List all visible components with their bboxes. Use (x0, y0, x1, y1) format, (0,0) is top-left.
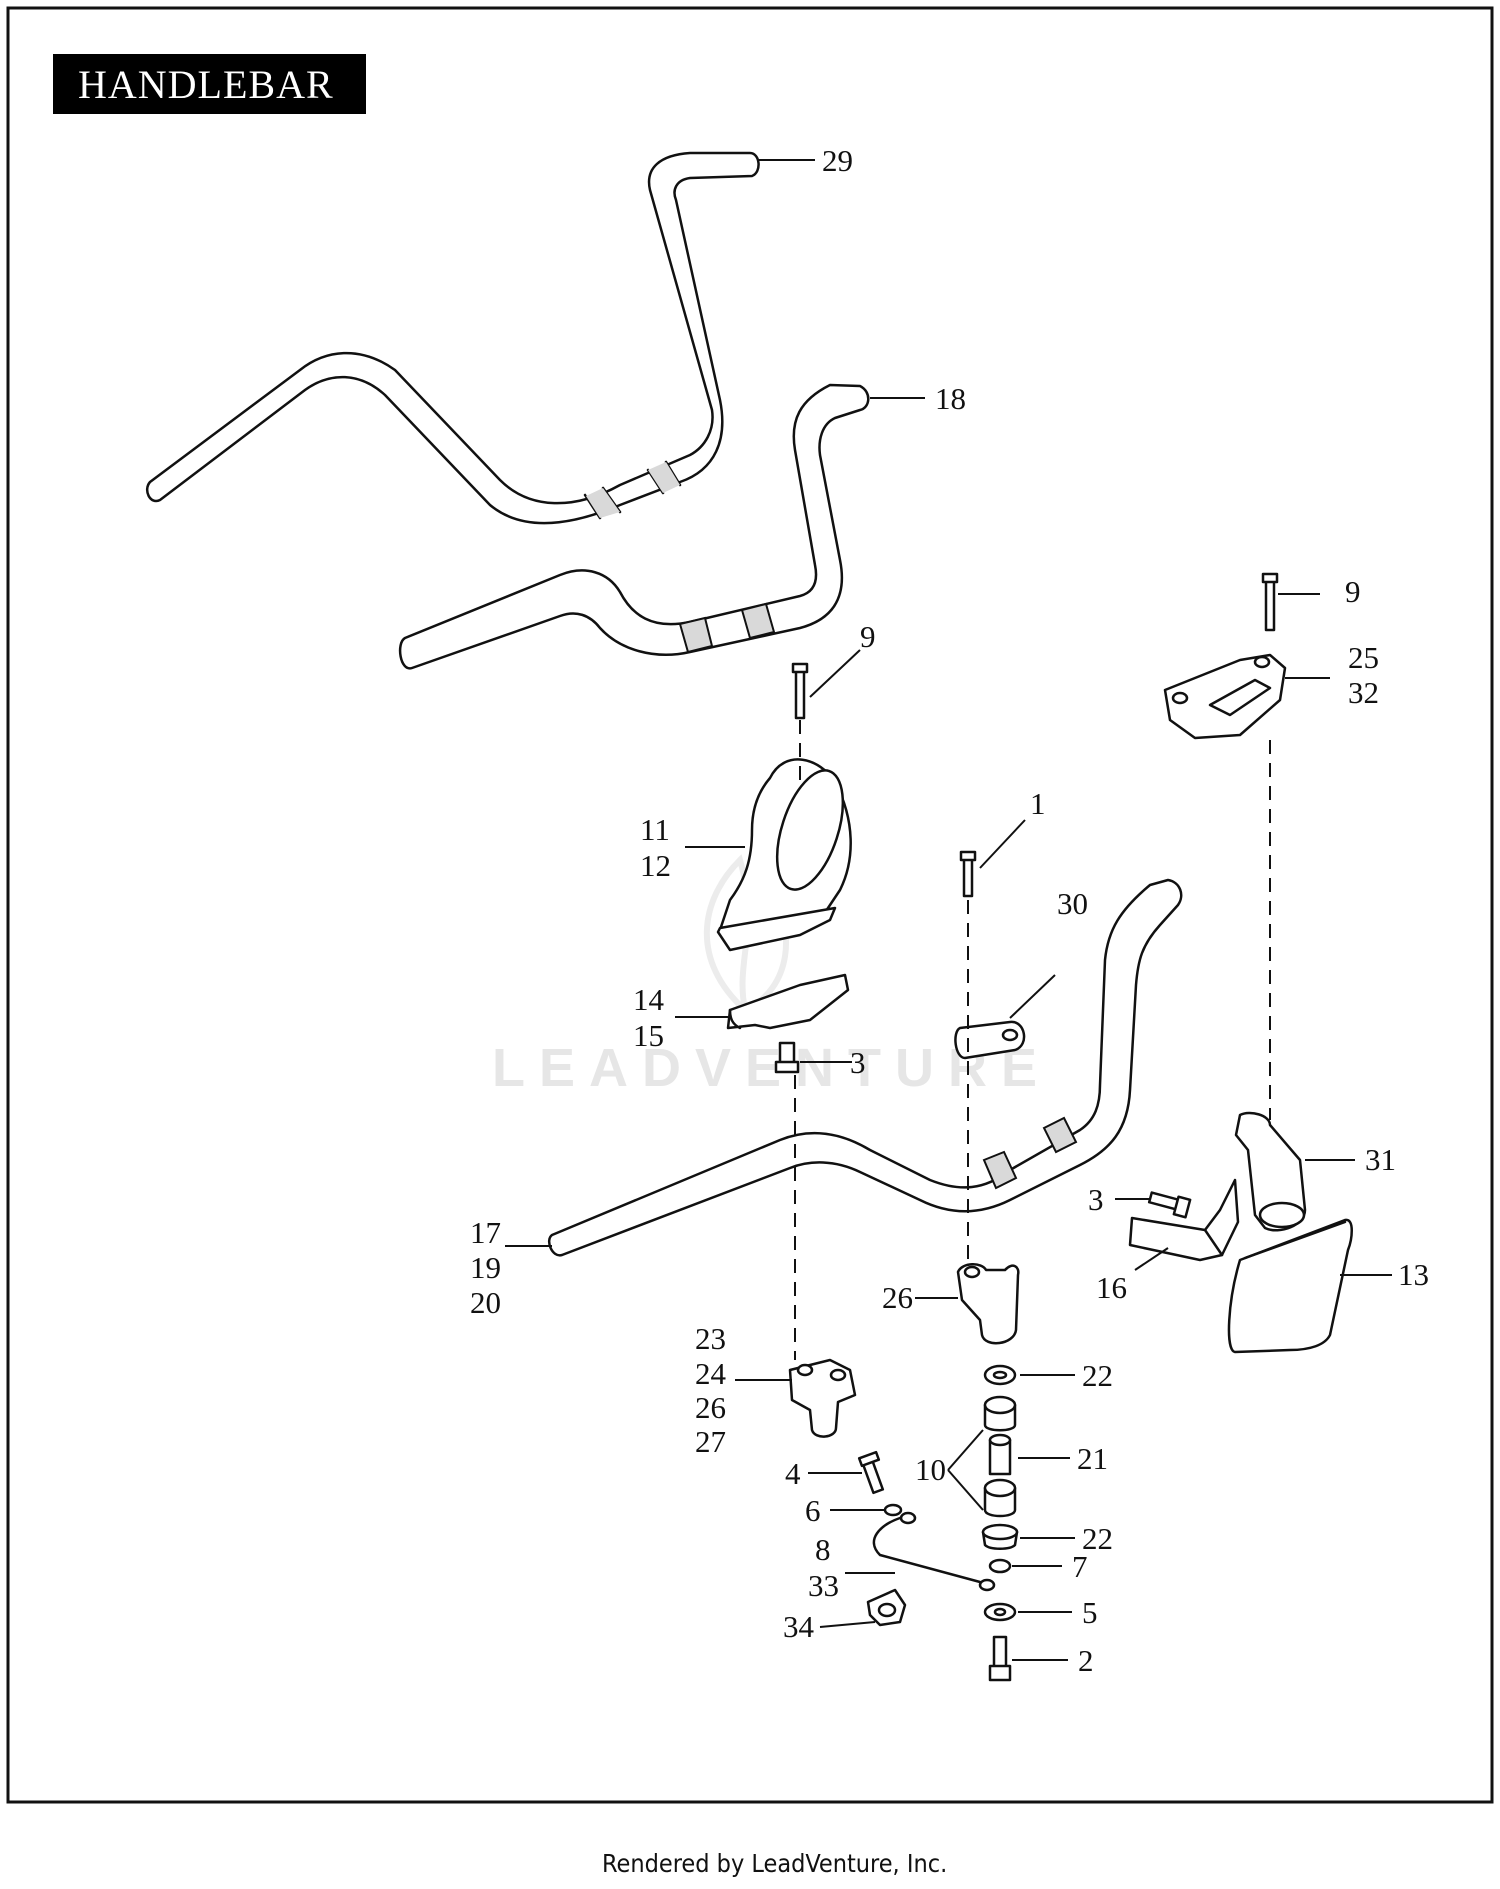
cover-13[interactable] (1227, 1218, 1353, 1354)
bushing-10-lower[interactable] (983, 1478, 1017, 1518)
callout-23: 23 (695, 1321, 726, 1356)
screw-3-right[interactable] (1147, 1191, 1192, 1219)
callout-19: 19 (470, 1250, 501, 1285)
callout-4: 4 (785, 1456, 801, 1491)
handlebar-18[interactable] (398, 383, 870, 670)
bracket-14[interactable] (726, 973, 850, 1030)
bolt-9-left[interactable] (791, 662, 809, 720)
sleeve-21[interactable] (988, 1433, 1012, 1476)
ground-cable-8[interactable] (872, 1511, 996, 1592)
screw-3-left[interactable] (774, 1041, 800, 1074)
washer-22-top[interactable] (983, 1364, 1017, 1386)
callout-24: 24 (695, 1356, 727, 1391)
callout-22-bottom: 22 (1082, 1521, 1113, 1556)
bushing-10-upper[interactable] (983, 1395, 1017, 1432)
callout-13: 13 (1398, 1257, 1429, 1292)
bolt-9-right[interactable] (1261, 572, 1279, 632)
washer-22-bottom[interactable] (981, 1523, 1019, 1550)
riser-31[interactable] (1234, 1111, 1307, 1232)
callout-34: 34 (783, 1609, 815, 1644)
page-title: HANDLEBAR (78, 62, 334, 107)
callout-15: 15 (633, 1018, 664, 1053)
callout-31: 31 (1365, 1142, 1396, 1177)
clamp-25[interactable] (1163, 653, 1287, 740)
riser-23[interactable] (788, 1358, 857, 1438)
washer-5[interactable] (983, 1602, 1017, 1622)
callout-9-left: 9 (860, 619, 876, 654)
callout-7: 7 (1072, 1549, 1088, 1584)
callout-6: 6 (805, 1493, 821, 1528)
callout-18: 18 (935, 381, 966, 416)
callout-9-right: 9 (1345, 574, 1361, 609)
callout-3-left: 3 (850, 1045, 866, 1080)
watermark-text: LEADVENTURE (492, 1038, 1051, 1098)
callout-22-top: 22 (1082, 1358, 1113, 1393)
callout-10: 10 (915, 1452, 946, 1487)
callout-32: 32 (1348, 675, 1379, 710)
callout-14: 14 (633, 982, 665, 1017)
clip-16[interactable] (1128, 1178, 1240, 1262)
callout-5: 5 (1082, 1595, 1098, 1630)
callout-1: 1 (1030, 786, 1046, 821)
callout-2: 2 (1078, 1643, 1094, 1678)
callout-20: 20 (470, 1285, 501, 1320)
handlebar-29[interactable] (145, 151, 760, 525)
riser-26[interactable] (956, 1263, 1020, 1345)
callout-30: 30 (1057, 886, 1088, 921)
bolt-2[interactable] (988, 1635, 1012, 1682)
clamp-11[interactable] (716, 758, 856, 952)
lock-washer-7[interactable] (988, 1558, 1012, 1574)
callout-11: 11 (640, 812, 670, 847)
handlebar-17[interactable] (547, 878, 1183, 1257)
callout-21: 21 (1077, 1441, 1108, 1476)
callout-26-lower: 26 (695, 1390, 726, 1425)
callout-12: 12 (640, 848, 671, 883)
bolt-1[interactable] (959, 850, 977, 898)
callout-26: 26 (882, 1280, 913, 1315)
callout-16: 16 (1096, 1270, 1127, 1305)
callout-33: 33 (808, 1568, 839, 1603)
callout-27: 27 (695, 1424, 726, 1459)
callout-8: 8 (815, 1532, 831, 1567)
callout-25: 25 (1348, 640, 1379, 675)
callout-3-right: 3 (1088, 1182, 1104, 1217)
riser-cap-30[interactable] (954, 1020, 1026, 1060)
callout-29: 29 (822, 143, 853, 178)
washer-6[interactable] (883, 1503, 903, 1517)
diagram-frame (6, 6, 1494, 1804)
footer-credit: Rendered by LeadVenture, Inc. (602, 1849, 947, 1878)
callout-17: 17 (470, 1215, 501, 1250)
leader-lines (505, 159, 1392, 1661)
clip-34[interactable] (866, 1588, 907, 1627)
bolt-4[interactable] (857, 1450, 885, 1495)
title-badge: HANDLEBAR (53, 54, 366, 114)
